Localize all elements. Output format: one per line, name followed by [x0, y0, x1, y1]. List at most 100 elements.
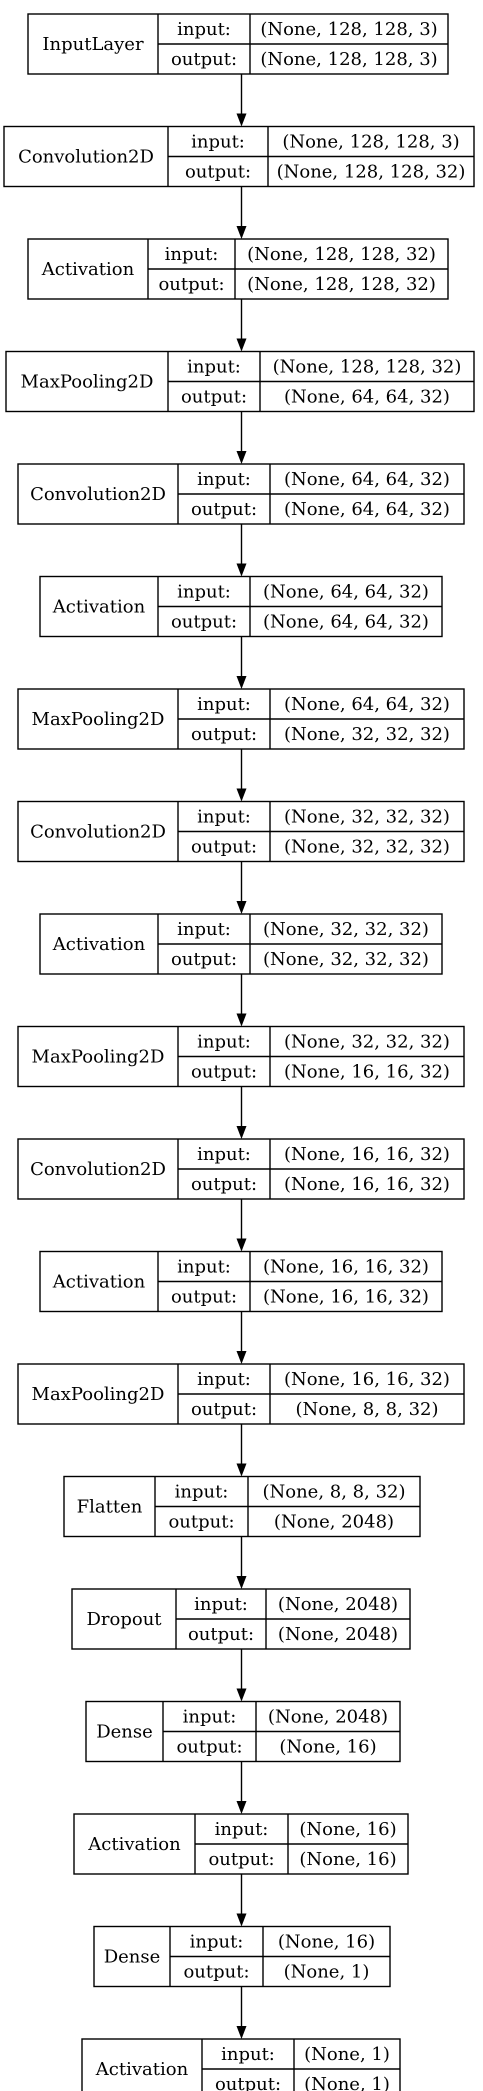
layer-type: InputLayer — [42, 34, 144, 55]
input-label: input: — [177, 1257, 231, 1278]
edge-arrowhead — [236, 1351, 247, 1364]
layer-type: MaxPooling2D — [21, 372, 154, 393]
output-shape: (None, 128, 128, 32) — [277, 162, 466, 183]
output-label: output: — [181, 387, 247, 408]
input-label: input: — [187, 357, 241, 378]
input-label: input: — [177, 19, 231, 40]
layer-type: Convolution2D — [30, 822, 166, 843]
input-label: input: — [177, 582, 231, 603]
edge-arrowhead — [236, 1576, 247, 1589]
input-shape: (None, 128, 128, 32) — [247, 244, 436, 265]
edge-arrowhead — [236, 901, 247, 914]
input-label: input: — [215, 1819, 269, 1840]
layer-box-frame — [39, 1250, 443, 1313]
layer-type: Activation — [87, 1834, 181, 1855]
layer-node: MaxPooling2D input: output: (None, 128, 128… — [5, 350, 475, 413]
input-label: input: — [197, 694, 251, 715]
output-label: output: — [191, 1399, 257, 1420]
input-label: input: — [165, 244, 219, 265]
layer-box-frame — [17, 1138, 465, 1200]
layer-type: Dropout — [86, 1609, 162, 1630]
edge-arrowhead — [236, 226, 247, 239]
layer-box-frame — [73, 1813, 409, 1875]
input-label: input: — [197, 1369, 251, 1390]
output-label: output: — [171, 949, 237, 970]
input-shape: (None, 128, 128, 32) — [273, 357, 462, 378]
layer-box-frame — [27, 238, 449, 300]
input-shape: (None, 16) — [278, 1932, 375, 1953]
layer-type: Convolution2D — [30, 1159, 166, 1180]
input-shape: (None, 32, 32, 32) — [284, 1032, 450, 1053]
edge-arrowhead — [236, 1913, 247, 1927]
input-shape: (None, 32, 32, 32) — [284, 807, 450, 828]
layer-box-frame — [39, 575, 443, 638]
edge-arrowhead — [236, 2026, 247, 2039]
input-shape: (None, 16, 16, 32) — [284, 1144, 450, 1165]
output-shape: (None, 2048) — [274, 1512, 394, 1533]
edge-arrowhead — [236, 1801, 247, 1814]
output-label: output: — [158, 274, 224, 295]
input-shape: (None, 16) — [299, 1819, 396, 1840]
layer-box-frame — [17, 1025, 465, 1088]
output-label: output: — [185, 162, 251, 183]
input-shape: (None, 8, 8, 32) — [262, 1482, 405, 1503]
layer-box-frame — [3, 125, 475, 188]
input-shape: (None, 2048) — [268, 1707, 388, 1728]
output-shape: (None, 32, 32, 32) — [284, 837, 450, 858]
edge-arrowhead — [236, 788, 247, 802]
input-label: input: — [194, 1594, 248, 1615]
input-label: input: — [197, 807, 251, 828]
input-shape: (None, 128, 128, 3) — [282, 132, 459, 153]
layer-box-frame — [85, 1700, 401, 1763]
output-shape: (None, 64, 64, 32) — [284, 387, 450, 408]
output-shape: (None, 128, 128, 3) — [260, 49, 437, 70]
output-label: output: — [191, 499, 257, 520]
output-shape: (None, 64, 64, 32) — [284, 499, 450, 520]
layer-box-frame — [63, 1475, 421, 1538]
input-shape: (None, 128, 128, 3) — [260, 19, 437, 40]
output-shape: (None, 32, 32, 32) — [284, 724, 450, 745]
input-label: input: — [175, 1482, 229, 1503]
input-shape: (None, 64, 64, 32) — [284, 469, 450, 490]
output-shape: (None, 1) — [304, 2074, 390, 2091]
output-shape: (None, 128, 128, 32) — [247, 274, 436, 295]
layer-box-frame — [93, 1925, 391, 1988]
output-label: output: — [171, 1287, 237, 1308]
output-shape: (None, 2048) — [278, 1624, 398, 1645]
output-label: output: — [191, 1174, 257, 1195]
output-shape: (None, 16, 16, 32) — [263, 1287, 429, 1308]
input-label: input: — [197, 469, 251, 490]
edge-arrowhead — [236, 1013, 247, 1027]
edge-arrowhead — [236, 676, 247, 689]
layer-box-frame — [71, 1588, 411, 1650]
layer-box-frame — [17, 1363, 465, 1425]
layer-box-frame — [17, 688, 465, 750]
output-label: output: — [191, 724, 257, 745]
layer-type: Convolution2D — [18, 147, 154, 168]
layer-type: Activation — [95, 2059, 189, 2080]
layer-type: Activation — [52, 597, 146, 618]
input-label: input: — [197, 1032, 251, 1053]
input-label: input: — [221, 2044, 275, 2065]
edge-arrowhead — [236, 113, 247, 127]
input-shape: (None, 1) — [304, 2044, 390, 2065]
layer-box-frame — [81, 2038, 401, 2091]
layer-type: Flatten — [77, 1497, 143, 1518]
output-shape: (None, 64, 64, 32) — [263, 612, 429, 633]
input-label: input: — [190, 1932, 244, 1953]
output-shape: (None, 16) — [299, 1849, 396, 1870]
output-label: output: — [208, 1849, 274, 1870]
